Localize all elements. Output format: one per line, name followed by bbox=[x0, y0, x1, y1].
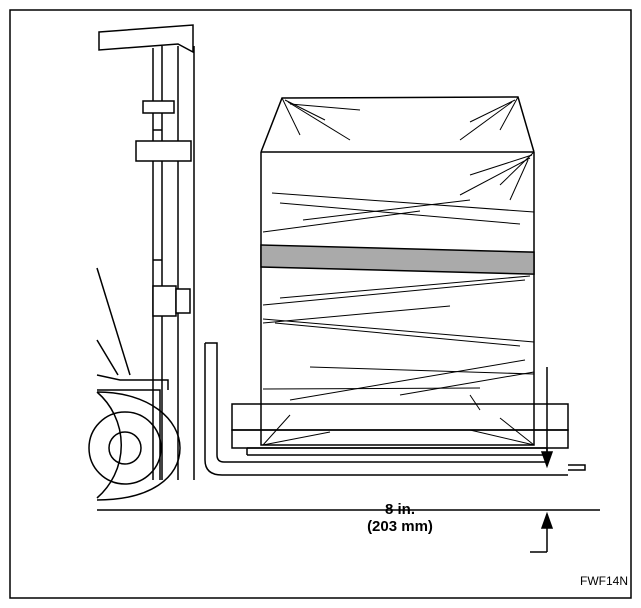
crate-band bbox=[260, 244, 535, 275]
dimension-arrow-up bbox=[530, 511, 554, 553]
dimension-label: 8 in. (203 mm) bbox=[325, 501, 475, 535]
forklift-mast bbox=[98, 24, 195, 480]
fork bbox=[204, 342, 586, 476]
pallet bbox=[231, 403, 569, 456]
wrapped-crate bbox=[260, 96, 535, 446]
forklift-body bbox=[88, 267, 181, 501]
shrink-wrap-lines bbox=[262, 96, 535, 446]
figure-border bbox=[9, 9, 632, 599]
dimension-metric: (203 mm) bbox=[367, 518, 433, 535]
dimension-imperial: 8 in. bbox=[384, 501, 415, 518]
dimension-arrow-down bbox=[540, 367, 554, 469]
figure-code: FWF14N bbox=[580, 574, 628, 588]
